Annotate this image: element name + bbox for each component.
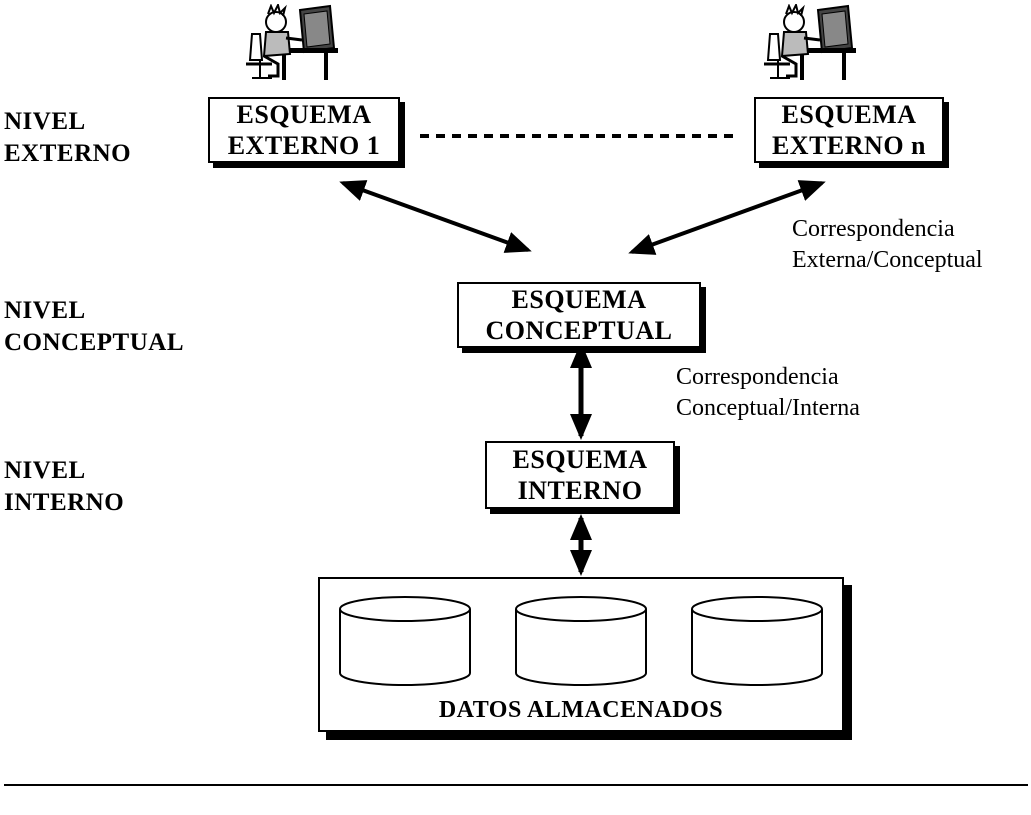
box-line: EXTERNO n	[771, 131, 927, 160]
level-label-line: NIVEL	[4, 297, 86, 324]
level-label-internal: NIVEL INTERNO	[4, 455, 124, 519]
database-cylinder-icon	[515, 596, 647, 686]
level-label-conceptual: NIVEL CONCEPTUAL	[4, 295, 184, 359]
external-schema-n-box: ESQUEMA EXTERNO n	[754, 97, 944, 163]
database-cylinder-icon	[691, 596, 823, 686]
level-label-external: NIVEL EXTERNO	[4, 106, 131, 170]
internal-schema-box: ESQUEMA INTERNO	[485, 441, 675, 509]
box-line: ESQUEMA	[511, 285, 647, 314]
database-cylinder-icon	[339, 596, 471, 686]
level-label-line: EXTERNO	[4, 140, 132, 167]
box-line: INTERNO	[517, 476, 643, 505]
level-label-line: NIVEL	[4, 108, 86, 135]
external-schema-1-box: ESQUEMA EXTERNO 1	[208, 97, 400, 163]
level-label-line: CONCEPTUAL	[4, 329, 185, 356]
note-line: Correspondencia	[676, 364, 839, 390]
mapping-note-external-conceptual: Correspondencia Externa/Conceptual	[792, 214, 983, 276]
level-label-line: INTERNO	[4, 489, 125, 516]
box-line: ESQUEMA	[236, 100, 372, 129]
note-line: Externa/Conceptual	[792, 247, 983, 273]
box-line: ESQUEMA	[512, 445, 648, 474]
bottom-divider	[4, 784, 1028, 786]
note-line: Conceptual/Interna	[676, 395, 860, 421]
user-at-computer-icon	[764, 4, 856, 80]
conceptual-schema-box: ESQUEMA CONCEPTUAL	[457, 282, 701, 348]
arrow-external1-conceptual	[339, 180, 532, 253]
note-line: Correspondencia	[792, 216, 955, 242]
stored-data-box: DATOS ALMACENADOS	[318, 577, 844, 732]
arrow-externaln-conceptual	[628, 180, 826, 255]
box-line: EXTERNO 1	[227, 131, 381, 160]
mapping-note-conceptual-internal: Correspondencia Conceptual/Interna	[676, 362, 860, 424]
level-label-line: NIVEL	[4, 457, 86, 484]
box-line: ESQUEMA	[781, 100, 917, 129]
user-at-computer-icon	[246, 4, 338, 80]
stored-data-label: DATOS ALMACENADOS	[438, 697, 724, 723]
box-line: CONCEPTUAL	[485, 316, 673, 345]
